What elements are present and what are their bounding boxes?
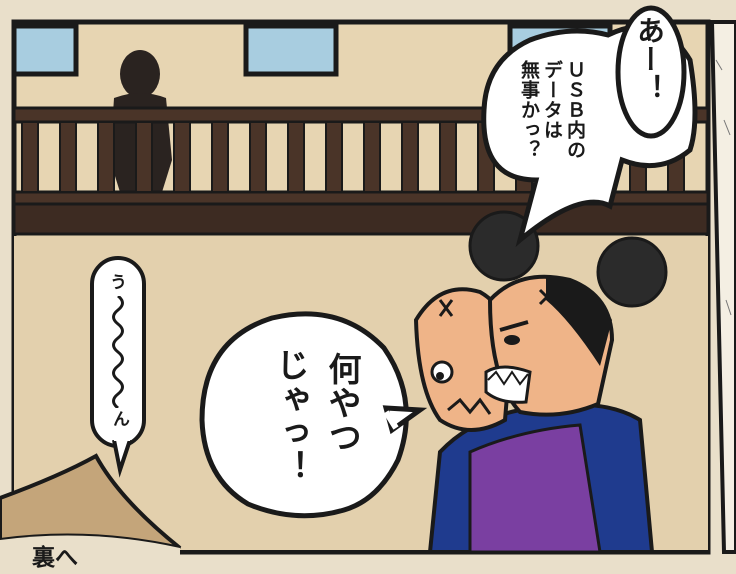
bubble-text-nani-line1: 何やつ [323,352,362,454]
samurai-face-front [484,274,615,417]
railing-baluster [249,121,267,193]
wavy-line-icon [112,296,124,408]
right-panel [709,20,736,554]
railing-baluster [135,121,153,193]
bubble-text-nani-line2: じゃっ！ [271,348,310,484]
bubble-text-usb-line1: ＵＳＢ内の [564,60,586,160]
railing-baluster [59,121,77,193]
bubble-text-uun-tail: ん [109,410,129,428]
railing-baluster [439,121,457,193]
railing-baluster [211,121,229,193]
bubble-text-usb-line2: データは [541,60,563,140]
purple-undergarment [468,423,602,554]
page-turn-label[interactable]: 裏へ [32,545,78,571]
page-curl[interactable] [0,453,182,574]
bubble-text-ah: あー！ [633,16,666,103]
railing-baluster [21,121,39,193]
railing-baluster [97,121,115,193]
railing-baluster [173,121,191,193]
window-middle [243,23,339,77]
bubble-text-usb-line3: 無事かっ？ [518,60,540,160]
speech-bubble-nani [199,311,428,519]
railing-baluster [325,121,343,193]
bubble-text-uun-head: う [106,273,126,291]
samurai-characters [413,210,668,554]
railing-baluster [363,121,381,193]
railing-baluster [287,121,305,193]
topknot-right [596,236,668,308]
railing-baluster [401,121,419,193]
window-left [11,23,79,77]
speech-bubble-ah [615,5,687,139]
